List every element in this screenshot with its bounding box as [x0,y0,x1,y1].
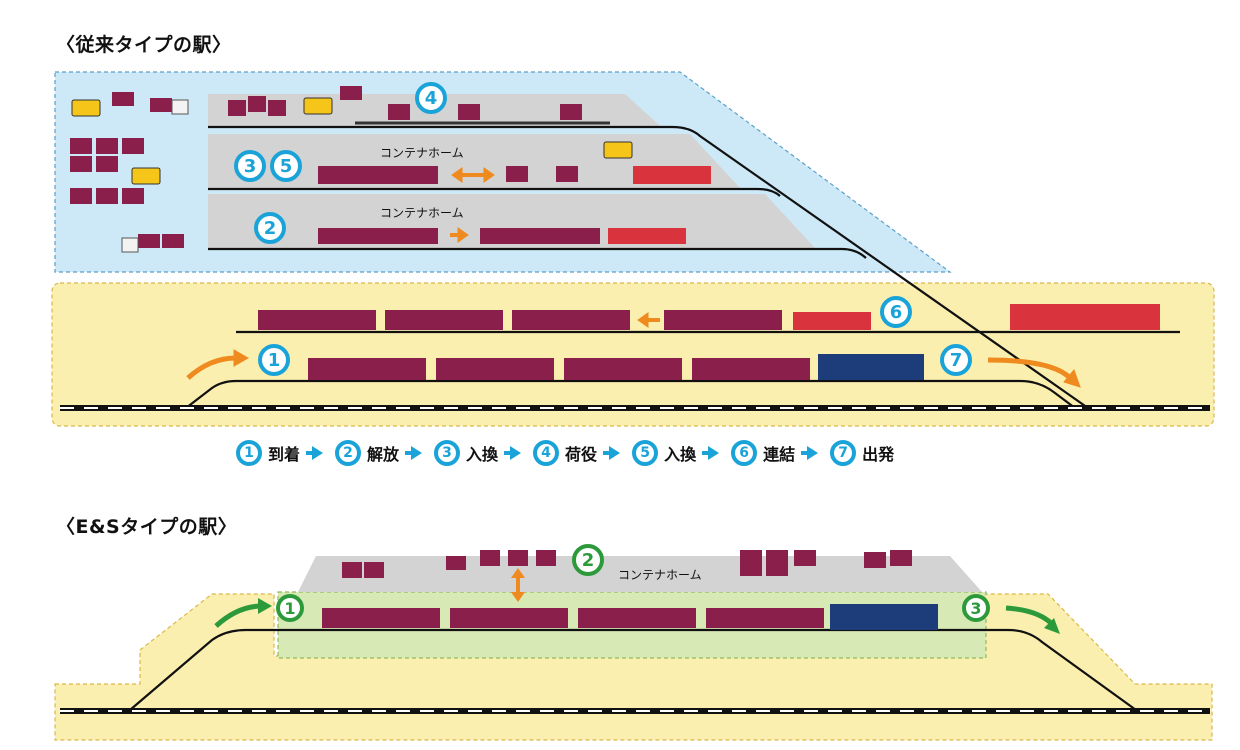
containers-storage-area [70,92,184,248]
cut-train-platform-2 [318,228,600,244]
es-step-badge-3: 3 [962,594,990,622]
yard-track-lower [185,379,1076,409]
process-step: 5 入換 [632,440,725,466]
container-platform-label-2: コンテナホーム [380,206,464,220]
cut-train-platform-1 [318,166,578,184]
step-number: 3 [434,440,461,466]
step-number: 6 [731,440,758,466]
process-steps-legend: 1 到着 2 解放 3 入換 4 荷役 5 入換 6 連結 7 出発 [236,438,898,468]
step-label: 入換 [664,445,697,464]
es-step-badge-2: 2 [572,544,604,576]
step-badge-3: 3 [234,150,266,182]
es-main-line [60,708,1210,714]
right-arrow-icon [603,446,621,460]
conventional-station-heading: 〈従来タイプの駅〉 [56,34,232,56]
siding-track-1 [208,125,1089,409]
es-step-badge-1: 1 [276,594,304,622]
orange-arrows [186,167,1081,388]
es-train [322,608,824,628]
right-arrow-icon [801,446,819,460]
process-step: 4 荷役 [533,440,626,466]
right-arrow-icon [306,446,324,460]
shunting-locomotive-2 [608,228,686,244]
step-badge-2: 2 [254,212,286,244]
container-platform-label-1: コンテナホーム [380,146,464,160]
step-badge-6: 6 [880,296,912,328]
right-arrow-icon [702,446,720,460]
process-step: 7 出発 [830,440,898,466]
step-badge-1: 1 [258,344,290,376]
step-badge-5: 5 [270,150,302,182]
es-container-platform-label: コンテナホーム [618,568,702,582]
siding-track-3 [208,247,867,259]
step-number: 5 [632,440,659,466]
es-loading-track [129,628,1137,711]
siding-track-2 [208,187,781,197]
train-upper-track [258,310,782,330]
step-label: 入換 [466,445,499,464]
step-label: 解放 [367,445,400,464]
mainline-locomotive-red [1010,304,1160,330]
es-arrows [214,568,1060,634]
shunting-locomotive-1 [633,166,711,184]
train-lower-track [308,358,810,380]
step-number: 1 [236,440,262,466]
process-step: 6 連結 [731,440,824,466]
step-number: 7 [830,440,857,466]
es-station-heading: 〈E&Sタイプの駅〉 [56,516,238,538]
es-locomotive-blue [830,604,938,630]
shunting-locomotive-3 [793,312,871,330]
step-number: 4 [533,440,560,466]
step-label: 到着 [268,445,301,464]
es-containers [342,550,912,578]
right-arrow-icon [405,446,423,460]
process-step: 1 到着 [236,440,329,466]
step-number: 2 [335,440,362,466]
right-arrow-icon [504,446,522,460]
step-label: 連結 [763,445,796,464]
step-label: 出発 [862,445,895,464]
containers-top-row [228,86,582,120]
process-step: 3 入換 [434,440,527,466]
main-line [60,405,1210,411]
step-label: 荷役 [565,445,598,464]
mainline-locomotive-blue [818,354,924,380]
step-badge-7: 7 [940,344,972,376]
process-step: 2 解放 [335,440,428,466]
step-badge-4: 4 [415,82,447,114]
